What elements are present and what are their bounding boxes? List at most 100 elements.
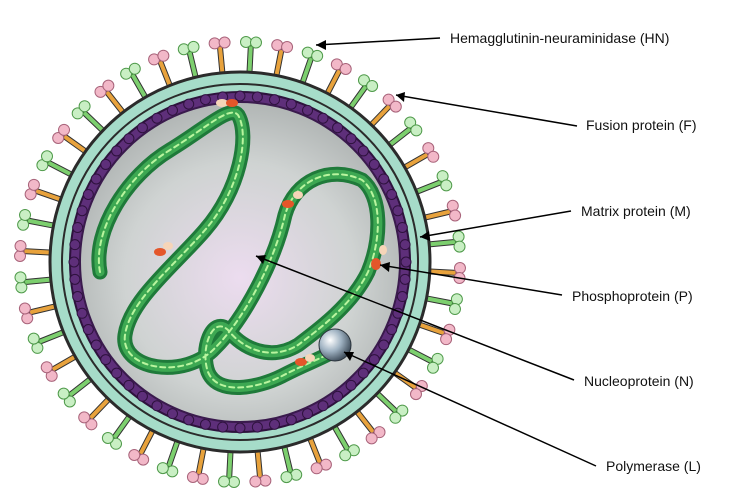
matrix-bead [90, 173, 102, 185]
hn-spike [40, 351, 82, 382]
hn-spike [305, 431, 332, 475]
hn-spike [24, 178, 68, 204]
hn-spike [94, 79, 129, 119]
matrix-bead [345, 379, 357, 391]
matrix-bead [378, 339, 390, 351]
matrix-bead [269, 94, 281, 106]
f-spike [371, 387, 409, 424]
hn-spike [18, 302, 63, 325]
label-phosphoprotein: Phosphoprotein (P) [572, 288, 693, 304]
label-polymerase: Polymerase (L) [606, 458, 701, 474]
hn-spike [365, 93, 402, 131]
matrix-bead [392, 205, 404, 217]
matrix-bead [68, 256, 80, 268]
matrix-bead [199, 94, 211, 106]
matrix-bead [136, 122, 148, 134]
f-spike [402, 344, 444, 374]
leader-line-hn [315, 37, 441, 46]
nucleocapsid [91, 105, 386, 395]
matrix-bead [345, 133, 357, 145]
f-spike [57, 373, 97, 408]
hn-spike [388, 367, 428, 401]
matrix-bead [285, 98, 297, 110]
matrix-bead [69, 273, 81, 285]
matrix-bead [217, 421, 229, 433]
f-spike [14, 271, 58, 294]
hn-spike [52, 123, 92, 157]
matrix-bead [82, 188, 94, 200]
hn-spike [14, 240, 58, 262]
label-fusion-protein: Fusion protein (F) [586, 117, 697, 133]
f-spike [280, 439, 303, 484]
matrix-bead [332, 122, 344, 134]
matrix-beads [68, 90, 412, 434]
matrix-bead [76, 205, 88, 217]
leader-line-f [395, 94, 578, 127]
envelope-inner-line [61, 83, 419, 441]
matrix-bead [396, 291, 408, 303]
matrix-bead [76, 307, 88, 319]
matrix-bead [368, 354, 380, 366]
matrix-bead [100, 158, 112, 170]
matrix-bead [111, 367, 123, 379]
matrix-bead [317, 400, 329, 412]
phosphoprotein [282, 191, 303, 208]
phosphoproteins [154, 99, 387, 366]
matrix-bead [183, 414, 195, 426]
matrix-bead [269, 418, 281, 430]
label-hemagglutinin-neuraminidase: Hemagglutinin-neuraminidase (HN) [450, 30, 670, 46]
matrix-bead [399, 273, 411, 285]
f-spike [156, 434, 182, 478]
hn-spike [417, 199, 462, 222]
glycoprotein-spikes [14, 36, 466, 488]
matrix-bead [136, 390, 148, 402]
matrix-bead [302, 104, 314, 116]
f-spike [177, 40, 200, 85]
matrix-bead [234, 422, 246, 434]
f-spike [345, 74, 379, 114]
matrix-bead [378, 173, 390, 185]
f-spike [240, 36, 262, 80]
hn-spike [186, 441, 209, 485]
phosphoprotein [295, 354, 315, 366]
hn-spike [208, 36, 231, 80]
hn-spike [322, 58, 352, 100]
matrix-bead [111, 145, 123, 157]
f-spike [218, 444, 240, 488]
matrix-bead [69, 239, 81, 251]
leader-line-l [343, 351, 597, 467]
matrix-bead [151, 400, 163, 412]
f-spike [17, 208, 61, 231]
matrix-bead [72, 221, 84, 233]
arrowhead-p [380, 262, 390, 272]
matrix-bead [386, 188, 398, 200]
matrix-bead [396, 221, 408, 233]
arrowhead-f [396, 92, 405, 102]
matrix-bead [357, 367, 369, 379]
matrix-bead [285, 414, 297, 426]
f-spike [409, 170, 453, 197]
matrix-bead [386, 324, 398, 336]
arrowhead-l [344, 352, 354, 361]
f-spike [71, 100, 109, 137]
matrix-bead [399, 239, 411, 251]
matrix-bead [251, 91, 263, 103]
hn-spike [78, 393, 115, 431]
f-spike [422, 230, 466, 253]
f-spike [120, 62, 151, 104]
leader-line-n [255, 255, 575, 381]
f-spike [101, 410, 135, 450]
matrix-bead [317, 112, 329, 124]
phosphoprotein [154, 242, 173, 256]
matrix-bead [151, 112, 163, 124]
phosphoprotein [216, 99, 238, 107]
phosphoprotein [371, 245, 387, 270]
matrix-bead [199, 418, 211, 430]
matrix-bead [400, 256, 412, 268]
matrix-bead [251, 421, 263, 433]
hn-spike [249, 444, 272, 488]
matrix-bead [90, 339, 102, 351]
f-spike [298, 46, 324, 90]
polymerase [318, 328, 352, 362]
